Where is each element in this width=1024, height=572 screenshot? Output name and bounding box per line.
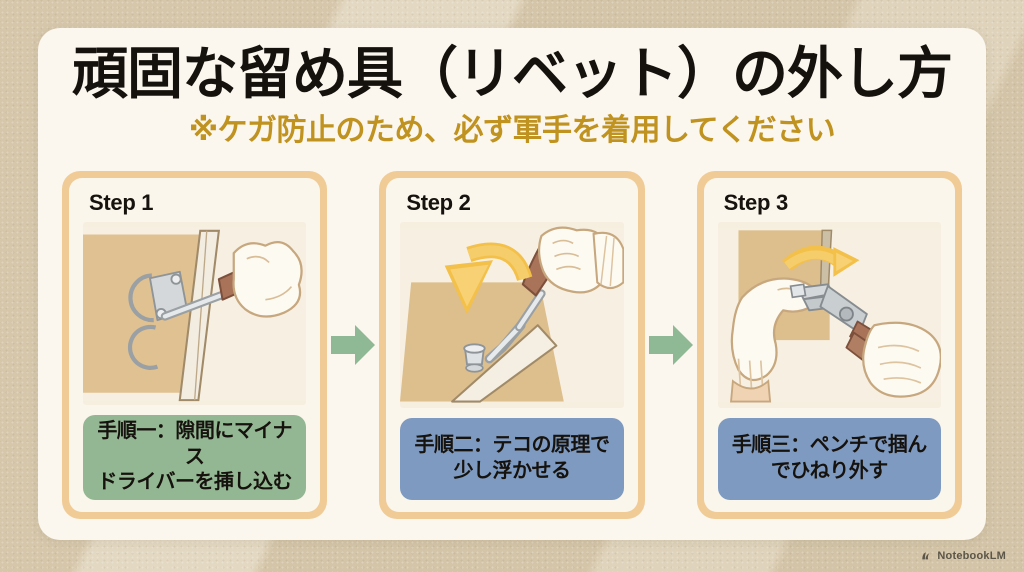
arrow-step1-to-step2 bbox=[327, 319, 379, 371]
step-3-illustration bbox=[717, 222, 941, 408]
steps-row: Step 1 bbox=[62, 170, 962, 520]
step-2-caption-line1: 手順二：テコの原理で bbox=[414, 434, 610, 457]
step-1-caption-line1: 手順一：隙間にマイナス bbox=[97, 420, 292, 468]
step-2-illustration bbox=[400, 222, 624, 408]
safety-subtitle: ※ケガ防止のため、必ず軍手を着用してください bbox=[188, 114, 836, 147]
step-1-illustration bbox=[83, 222, 307, 406]
page-title: 頑固な留め具（リベット）の外し方 bbox=[72, 42, 953, 105]
step-panel-2: Step 2 bbox=[379, 171, 645, 519]
step-panel-3: Step 3 bbox=[696, 171, 962, 519]
step-1-caption-line2: ドライバーを挿し込む bbox=[97, 471, 292, 494]
step-3-caption-line1: 手順三：ペンチで掴ん bbox=[731, 434, 928, 457]
step-2-caption: 手順二：テコの原理で 少し浮かせる bbox=[400, 418, 624, 500]
step-panel-1: Step 1 bbox=[62, 171, 328, 519]
step-1-label: Step 1 bbox=[89, 190, 154, 215]
step-3-caption: 手順三：ペンチで掴ん でひねり外す bbox=[717, 418, 941, 500]
notebooklm-logo-icon bbox=[920, 550, 932, 562]
step-3-label: Step 3 bbox=[723, 190, 789, 215]
arrow-step2-to-step3 bbox=[645, 319, 697, 371]
step-2-label: Step 2 bbox=[406, 190, 471, 215]
notebooklm-watermark: NotebookLM bbox=[920, 550, 1006, 562]
content-card: 頑固な留め具（リベット）の外し方 ※ケガ防止のため、必ず軍手を着用してください … bbox=[38, 28, 986, 540]
step-3-caption-line2: でひねり外す bbox=[770, 460, 889, 482]
step-1-caption: 手順一：隙間にマイナス ドライバーを挿し込む bbox=[83, 415, 307, 500]
notebooklm-label: NotebookLM bbox=[937, 550, 1006, 562]
step-2-caption-line2: 少し浮かせる bbox=[453, 460, 571, 482]
step-panel-2-inner: Step 2 bbox=[386, 178, 638, 512]
step-panel-1-inner: Step 1 bbox=[69, 178, 321, 512]
step-panel-3-inner: Step 3 bbox=[703, 178, 955, 512]
